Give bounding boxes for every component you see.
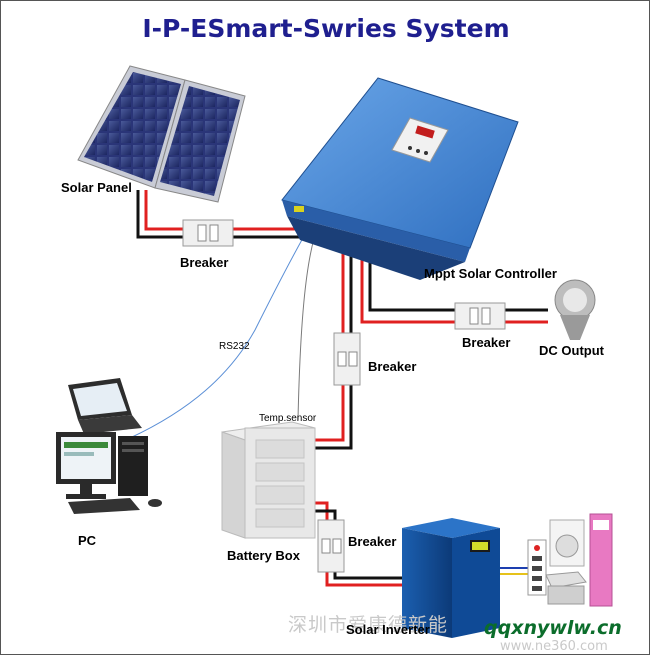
inverter-icon <box>402 518 500 638</box>
breaker-bottom-icon <box>317 519 345 573</box>
label-rs232: RS232 <box>219 341 250 352</box>
printer-icon <box>545 571 587 605</box>
breaker-inverter-positive <box>325 572 402 587</box>
controller-dc-positive <box>360 252 455 324</box>
panel-positive-wire <box>144 190 185 231</box>
label-pc: PC <box>78 533 97 548</box>
led-bulb-icon <box>554 279 596 340</box>
pc-icon <box>56 432 162 514</box>
solar-panel-icon <box>77 65 246 203</box>
breaker-top-icon <box>182 219 234 247</box>
temp-sensor-cable <box>297 225 319 421</box>
label-solar-inverter: Solar Inverter <box>346 622 430 637</box>
washing-machine-icon <box>549 519 585 567</box>
label-breaker-dc: Breaker <box>462 335 511 350</box>
label-breaker-mid: Breaker <box>368 359 417 374</box>
breaker-inverter-negative <box>333 572 402 580</box>
laptop-icon <box>68 378 142 434</box>
label-dc-output: DC Output <box>539 343 604 358</box>
rs232-cable <box>129 221 313 439</box>
label-controller: Mppt Solar Controller <box>424 266 557 281</box>
watermark-url: qqxnywlw.cn <box>484 617 622 639</box>
label-temp-sensor: Temp.sensor <box>259 413 317 424</box>
battery-inverter-positive <box>313 501 329 525</box>
controller-dc-negative <box>368 252 455 312</box>
panel-negative-wire <box>136 190 185 239</box>
controller-icon <box>281 77 519 280</box>
breaker-battery-positive <box>313 385 345 442</box>
watermark-url-faint: www.ne360.com <box>500 639 608 654</box>
power-strip-icon <box>527 539 547 596</box>
label-solar-panel: Solar Panel <box>61 180 132 195</box>
watermark-chinese: 深圳市爱康德新能 <box>288 614 449 636</box>
battery-box-icon <box>221 421 316 539</box>
label-breaker-bottom: Breaker <box>348 534 397 549</box>
breaker-battery-negative <box>313 385 353 450</box>
label-breaker-top: Breaker <box>180 255 229 270</box>
air-conditioner-icon <box>589 513 613 607</box>
diagram-title: I-P-ESmart-Swries System <box>142 14 510 43</box>
label-battery-box: Battery Box <box>227 548 300 563</box>
breaker-mid-icon <box>333 332 361 386</box>
breaker-dc-icon <box>454 302 506 330</box>
